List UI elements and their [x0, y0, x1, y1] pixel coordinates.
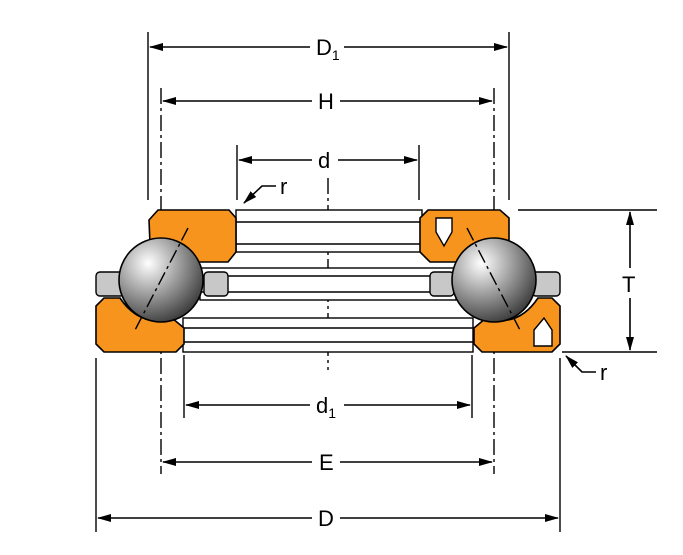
dimension-d-outer: D: [97, 506, 559, 531]
ball-left: [118, 227, 204, 333]
shaft-washer: [235, 209, 423, 253]
dimension-h: H: [162, 89, 493, 114]
dimension-r-bottom: r: [565, 355, 607, 385]
label-t: T: [622, 272, 635, 297]
label-e: E: [319, 450, 334, 475]
dimension-d1-lower: d1: [185, 393, 471, 421]
upper-right-race: [419, 209, 510, 263]
label-d: d: [318, 148, 330, 173]
dimension-r-top: r: [243, 174, 287, 204]
label-r-top: r: [280, 174, 287, 199]
extension-lines: [95, 32, 657, 532]
dimension-t: T: [622, 211, 635, 351]
ball-right: [451, 227, 537, 333]
label-h: H: [318, 89, 334, 114]
housing-washer: [182, 317, 474, 353]
dimension-e: E: [162, 450, 493, 475]
cage-band: [199, 267, 457, 301]
label-d-outer: D: [318, 506, 334, 531]
dimension-d: d: [238, 148, 418, 173]
dimension-d1: D1: [149, 35, 508, 63]
label-d1-lower: d1: [316, 393, 336, 421]
label-d1: D1: [316, 35, 340, 63]
label-r-bottom: r: [600, 360, 607, 385]
